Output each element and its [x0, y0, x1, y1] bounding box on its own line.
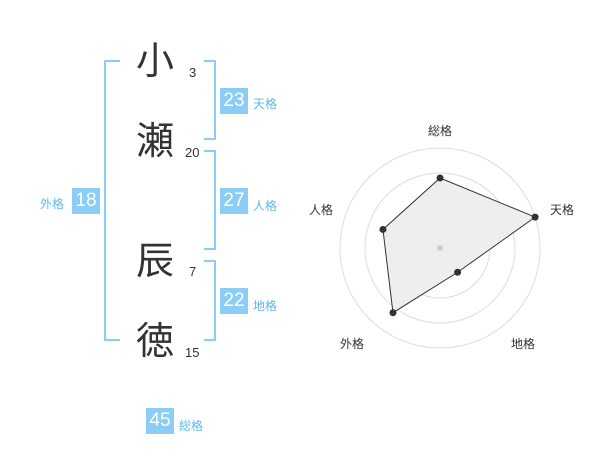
stroke-count-2: 20 — [185, 145, 200, 160]
gaikaku-label: 外格 — [40, 197, 65, 211]
radar-label-chikaku: 地格 — [511, 337, 536, 351]
radar-point-3 — [389, 309, 397, 317]
soukaku-badge: 45 — [146, 408, 174, 434]
jinkaku-badge: 27 — [220, 188, 248, 214]
jinkaku-bracket — [204, 150, 216, 250]
radar-center-dot — [437, 245, 443, 251]
radar-point-0 — [436, 174, 444, 182]
radar-point-2 — [454, 268, 462, 276]
gaikaku-bracket — [104, 60, 120, 341]
jinkaku-label: 人格 — [253, 199, 278, 213]
radar-points — [379, 174, 539, 317]
radar-label-tenkaku: 天格 — [550, 203, 575, 217]
tenkaku-bracket — [204, 60, 216, 140]
stroke-count-4: 15 — [185, 345, 200, 360]
chikaku-label: 地格 — [253, 299, 278, 313]
name-char-1: 小 — [135, 39, 174, 83]
radar-point-1 — [531, 213, 539, 221]
soukaku-label: 総格 — [179, 419, 204, 433]
tenkaku-badge: 23 — [220, 88, 248, 114]
name-char-4: 徳 — [135, 319, 174, 363]
radar-point-4 — [379, 225, 387, 233]
name-char-2: 瀬 — [135, 119, 174, 163]
radar-ring — [364, 172, 516, 324]
tenkaku-label: 天格 — [253, 97, 278, 111]
stroke-count-3: 7 — [189, 264, 197, 279]
radar-area — [382, 177, 537, 314]
name-char-3: 辰 — [135, 239, 174, 283]
radar-label-jinkaku: 人格 — [309, 203, 334, 217]
gaikaku-badge: 18 — [72, 188, 100, 214]
radar-label-soukaku: 総格 — [428, 124, 453, 138]
radar-ring — [339, 147, 541, 349]
radar-label-gaikaku: 外格 — [340, 337, 365, 351]
stroke-count-1: 3 — [189, 65, 197, 80]
chikaku-bracket — [204, 260, 216, 341]
radar-chart — [339, 147, 541, 349]
chikaku-badge: 22 — [220, 288, 248, 314]
